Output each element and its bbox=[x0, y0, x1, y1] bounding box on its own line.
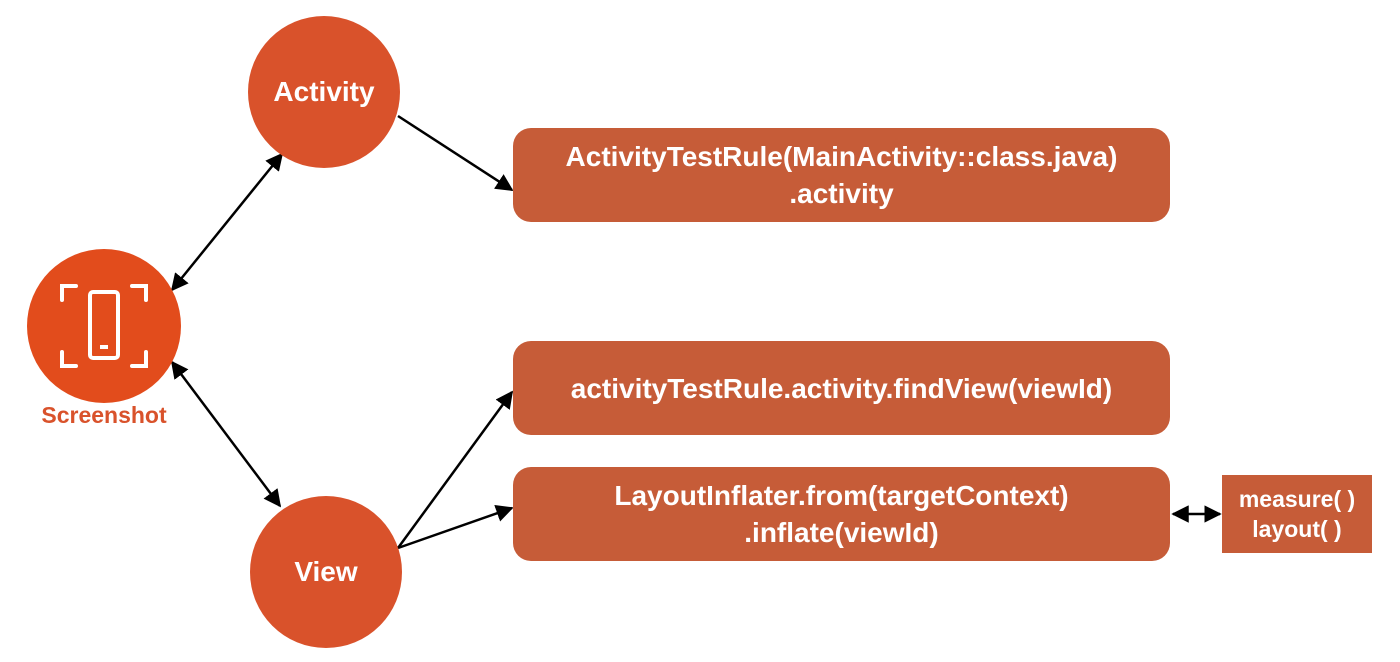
layout-inflater-line-1: LayoutInflater.from(targetContext) bbox=[614, 480, 1069, 511]
view-label: View bbox=[294, 556, 358, 587]
screenshot-node bbox=[27, 249, 181, 403]
layout-line: layout( ) bbox=[1252, 516, 1342, 542]
measure-line: measure( ) bbox=[1238, 486, 1356, 512]
view-node: View bbox=[250, 496, 402, 648]
activity-label: Activity bbox=[273, 76, 375, 107]
measure-layout-box: measure( ) layout( ) bbox=[1222, 475, 1372, 553]
find-view-box: activityTestRule.activity.findView(viewI… bbox=[513, 341, 1170, 435]
phone-screenshot-icon bbox=[60, 284, 148, 368]
activity-node: Activity bbox=[248, 16, 400, 168]
activity-test-rule-box: ActivityTestRule(MainActivity::class.jav… bbox=[513, 128, 1170, 222]
activity-test-rule-line-1: ActivityTestRule(MainActivity::class.jav… bbox=[565, 141, 1118, 172]
layout-inflater-line-2: .inflate(viewId) bbox=[744, 517, 939, 548]
arrow-screenshot-view bbox=[170, 360, 282, 508]
find-view-line-1: activityTestRule.activity.findView(viewI… bbox=[570, 372, 1113, 404]
arrow-activity-rule bbox=[397, 114, 514, 192]
arrow-view-inflater bbox=[397, 504, 514, 550]
arrow-view-findview bbox=[396, 390, 514, 549]
layout-inflater-box: LayoutInflater.from(targetContext) .infl… bbox=[513, 467, 1170, 561]
screenshot-caption: Screenshot bbox=[41, 402, 167, 428]
arrow-screenshot-activity bbox=[170, 152, 284, 292]
activity-test-rule-line-2: .activity bbox=[789, 178, 894, 209]
